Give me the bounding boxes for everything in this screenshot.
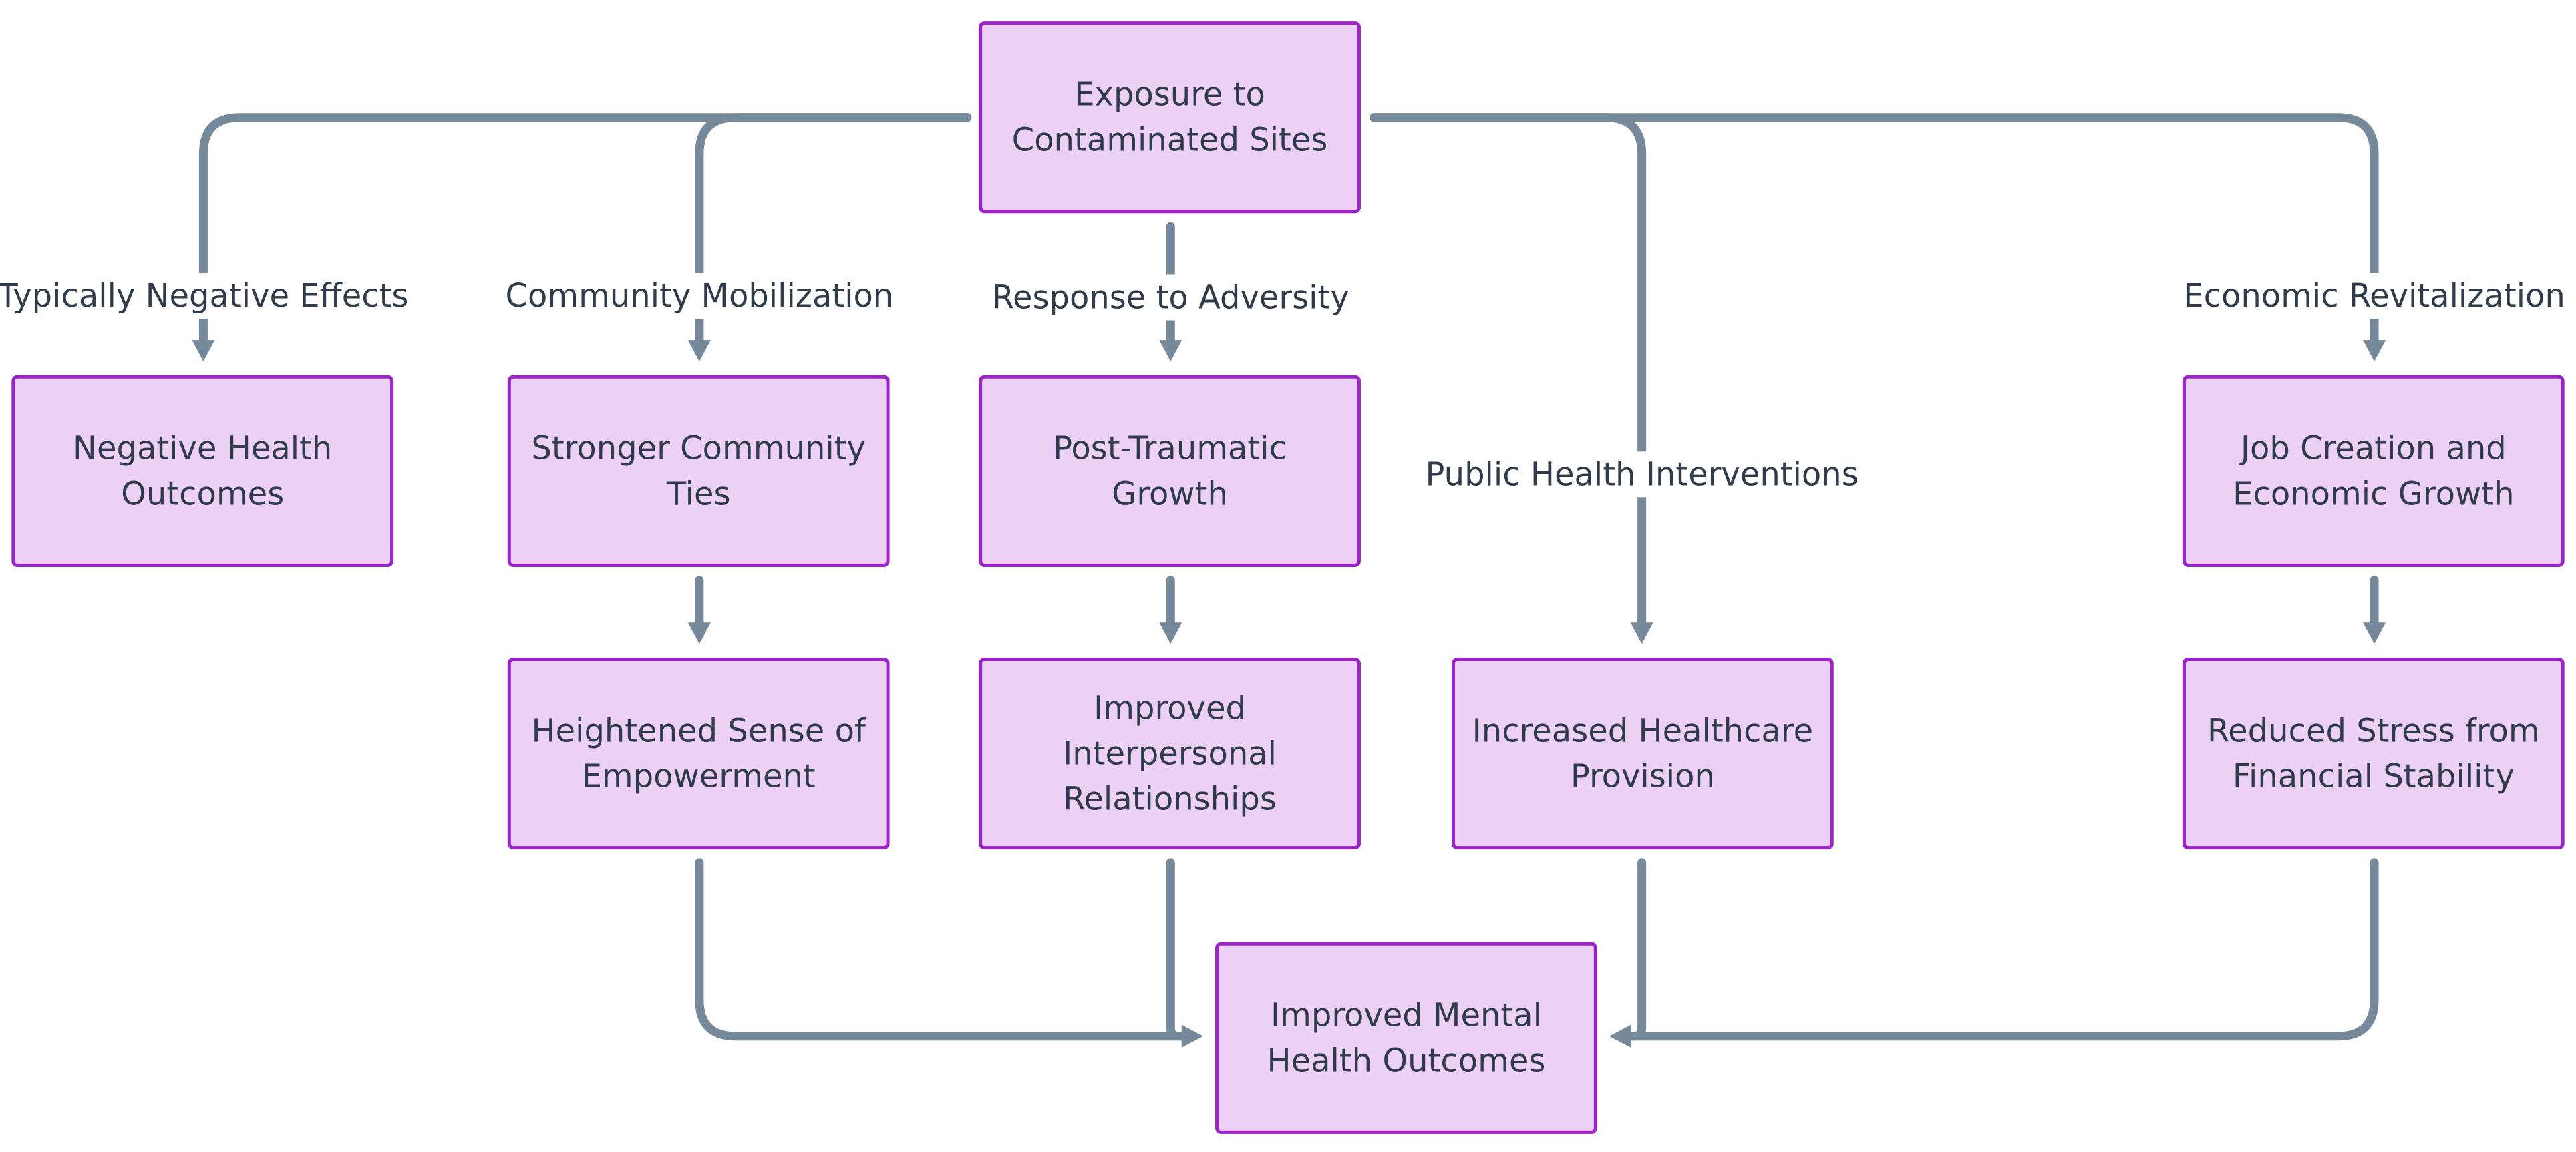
edge-empowerment-to-mental-health	[695, 858, 1203, 1048]
arrowhead-icon	[687, 340, 711, 362]
edge-label-text: Response to Adversity	[992, 278, 1349, 316]
edge-relationships-to-mental-health	[1166, 858, 1203, 1048]
edge-exposure-to-community-ties	[687, 113, 972, 362]
arrowhead-icon	[1159, 622, 1182, 644]
edge-label-text: Typically Negative Effects	[0, 277, 408, 315]
edge-label-community-mobilization: Community Mobilization	[496, 273, 903, 319]
edge-exposure-to-job-creation	[1370, 113, 2386, 362]
edge-ptg-to-relationships	[1159, 576, 1182, 644]
edge-exposure-to-healthcare	[1370, 113, 1653, 644]
arrowhead-icon	[192, 340, 215, 362]
arrowhead-icon	[2363, 622, 2386, 644]
edge-label-text: Community Mobilization	[505, 277, 893, 315]
arrowhead-icon	[1181, 1024, 1203, 1048]
arrowhead-icon	[1159, 340, 1182, 362]
arrowhead-icon	[2363, 340, 2386, 362]
edges	[192, 113, 2386, 1048]
edge-exposure-to-negative-health	[192, 113, 972, 362]
edge-job-creation-to-reduced-stress	[2363, 576, 2386, 644]
edge-label-public-health-interventions: Public Health Interventions	[1416, 451, 1868, 498]
edge-label-typically-negative-effects: Typically Negative Effects	[0, 273, 418, 319]
edge-label-economic-revitalization: Economic Revitalization	[2174, 273, 2575, 319]
arrowhead-icon	[1630, 622, 1653, 644]
edge-label-text: Public Health Interventions	[1426, 455, 1859, 493]
edge-reduced-stress-to-mental-health	[1609, 858, 2379, 1048]
arrowhead-icon	[687, 622, 711, 644]
edge-label-response-to-adversity: Response to Adversity	[982, 274, 1359, 321]
edge-healthcare-to-mental-health	[1609, 858, 1647, 1048]
edge-community-ties-to-empowerment	[687, 576, 711, 644]
arrowhead-icon	[1609, 1024, 1631, 1048]
edge-labels: Typically Negative Effects Community Mobi…	[0, 273, 2575, 498]
edge-label-text: Economic Revitalization	[2183, 277, 2565, 315]
